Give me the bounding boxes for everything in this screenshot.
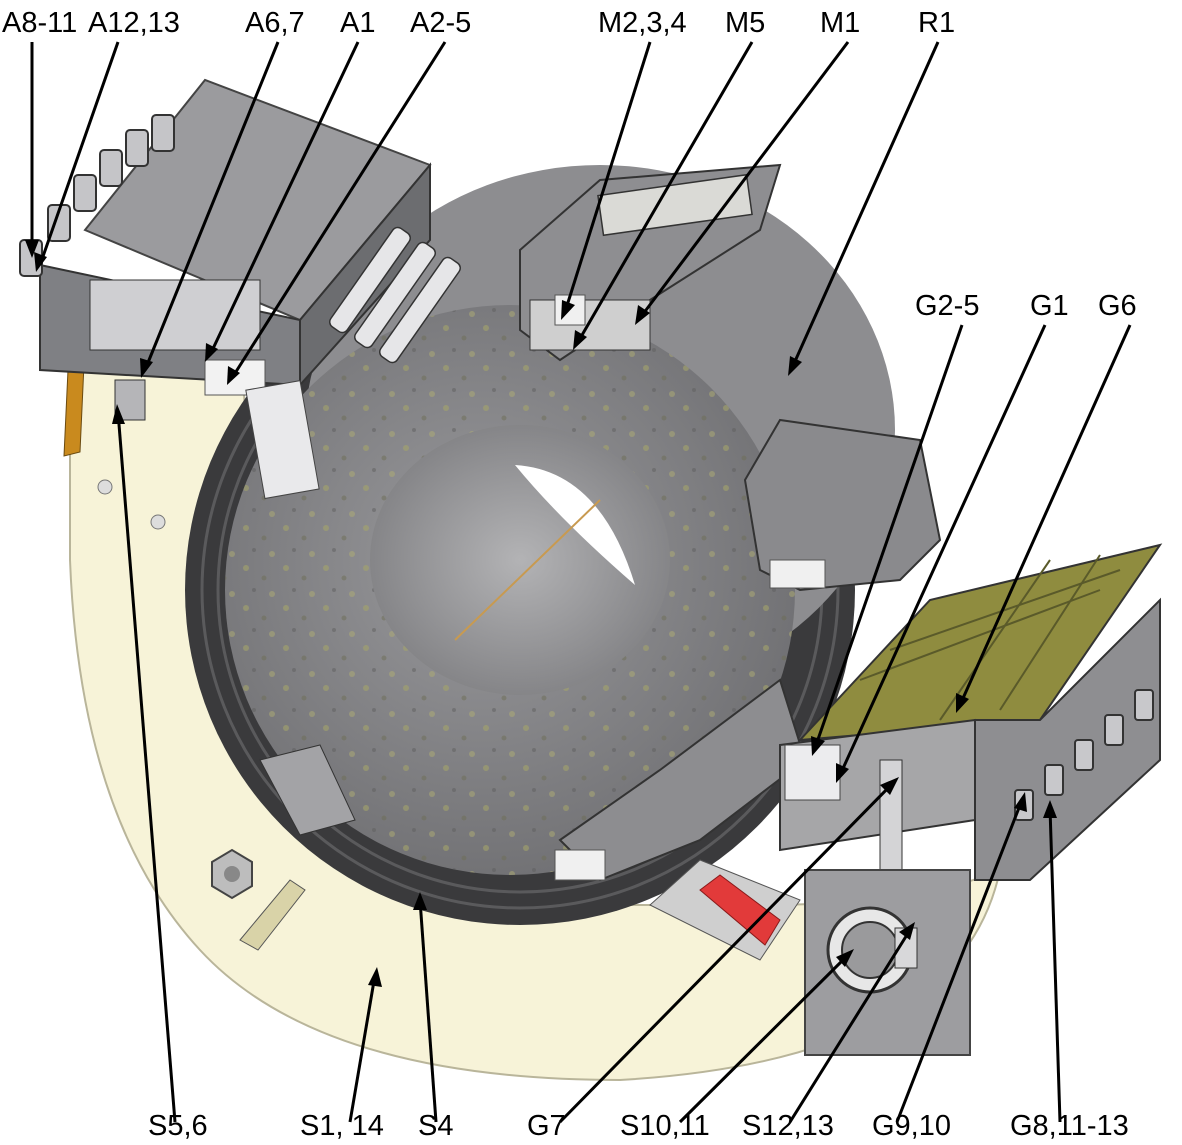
leader-s1-14	[348, 974, 377, 1123]
label-g2-5: G2-5	[915, 290, 980, 322]
leader-s4	[418, 899, 438, 1123]
label-a1: A1	[340, 7, 376, 39]
label-g9-10: G9,10	[872, 1110, 951, 1142]
leader-m5	[576, 41, 754, 343]
label-a2-5: A2-5	[410, 7, 472, 39]
leader-g7	[558, 781, 895, 1124]
bolt-hole	[150, 514, 166, 530]
leader-a12-13	[38, 41, 120, 266]
leader-g6	[958, 324, 1132, 706]
label-g8-11-13: G8,11-13	[1010, 1110, 1129, 1142]
label-g7: G7	[527, 1110, 566, 1142]
label-s12-13: S12,13	[742, 1110, 834, 1142]
leader-m2-4	[563, 41, 652, 313]
leader-g9-10	[895, 799, 1024, 1123]
leader-r1	[790, 41, 940, 369]
label-g1: G1	[1030, 290, 1069, 322]
leader-s5-6	[116, 411, 177, 1123]
leader-m1	[638, 41, 850, 319]
label-m2-4: M2,3,4	[598, 7, 687, 39]
label-s1-14: S1, 14	[300, 1110, 384, 1142]
label-a6-7: A6,7	[245, 7, 305, 39]
leader-s10-11	[678, 953, 850, 1124]
right-module	[743, 418, 942, 592]
leader-lines	[30, 41, 1132, 1124]
label-m5: M5	[725, 7, 766, 39]
label-m1: M1	[820, 7, 861, 39]
label-r1: R1	[918, 7, 956, 39]
leader-g1	[838, 324, 1047, 776]
label-g6: G6	[1098, 290, 1137, 322]
leader-a1	[208, 41, 360, 356]
label-a8-11: A8-11	[2, 7, 78, 39]
drum-bore	[370, 425, 670, 695]
left-bottom-module	[259, 744, 356, 836]
leader-a2-5	[230, 41, 447, 379]
leader-g2-5	[813, 324, 964, 749]
bolt-hole	[97, 479, 113, 495]
leader-a6-7	[143, 41, 280, 371]
leader-g8-11-13	[1048, 807, 1062, 1123]
leader-s12-13	[788, 929, 912, 1123]
a-fins	[329, 226, 461, 364]
label-s5-6: S5,6	[148, 1110, 208, 1142]
label-s10-11: S10,11	[620, 1110, 710, 1142]
label-a12-13: A12,13	[88, 7, 180, 39]
mounting-bar	[239, 879, 306, 951]
label-s4: S4	[418, 1110, 454, 1142]
